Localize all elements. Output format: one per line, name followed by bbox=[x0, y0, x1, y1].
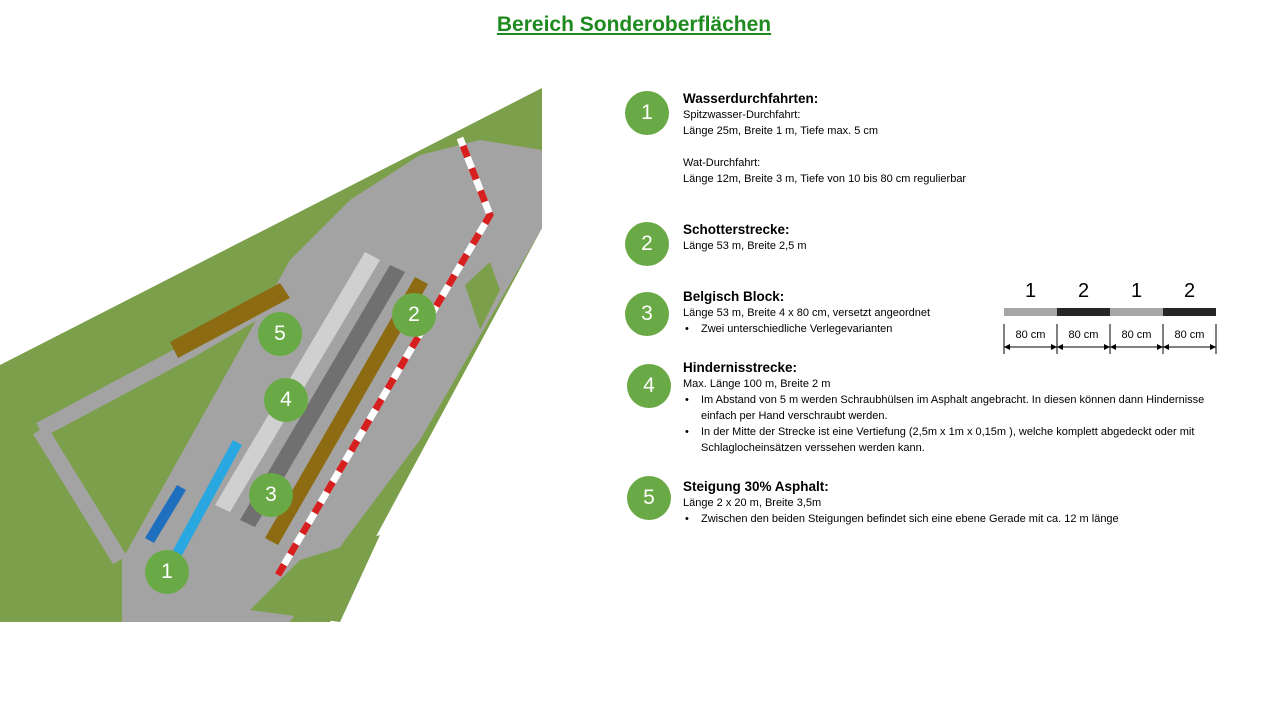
map-marker-4: 4 bbox=[264, 378, 308, 422]
pattern-label-2: 2 bbox=[1077, 280, 1090, 302]
map-marker-3: 3 bbox=[249, 473, 293, 517]
section-line: Länge 25m, Breite 1 m, Tiefe max. 5 cm bbox=[683, 125, 879, 137]
bullet-item: Im Abstand von 5 m werden Schraubhülsen … bbox=[683, 392, 1223, 424]
map-marker-2: 2 bbox=[392, 293, 436, 337]
section-line: Spitzwasser-Durchfahrt: bbox=[683, 109, 801, 121]
section-line: Länge 2 x 20 m, Breite 3,5m bbox=[683, 497, 822, 509]
pattern-label-1: 1 bbox=[1024, 280, 1037, 302]
section-line: Länge 12m, Breite 3 m, Tiefe von 10 bis … bbox=[683, 173, 967, 185]
water-strip-light bbox=[172, 440, 242, 557]
section-heading: Hindernisstrecke: bbox=[683, 360, 798, 375]
bullet-item: In der Mitte der Strecke ist eine Vertie… bbox=[683, 424, 1223, 456]
pattern-width-4: 80 cm bbox=[1174, 329, 1205, 341]
gravel-strip bbox=[265, 277, 428, 545]
section-line: Wat-Durchfahrt: bbox=[683, 157, 761, 169]
section-line: Max. Länge 100 m, Breite 2 m bbox=[683, 378, 831, 390]
section-belgian-block: Belgisch Block: Länge 53 m, Breite 4 x 8… bbox=[683, 288, 973, 337]
section-heading: Steigung 30% Asphalt: bbox=[683, 479, 829, 494]
bullet-item: Zwei unterschiedliche Verlegevarianten bbox=[683, 321, 973, 337]
pattern-width-3: 80 cm bbox=[1121, 329, 1152, 341]
section-gravel-track: Schotterstrecke: Länge 53 m, Breite 2,5 … bbox=[683, 221, 1223, 254]
gravel-strip-upper bbox=[170, 283, 290, 358]
page-title: Bereich Sonderoberflächen bbox=[496, 13, 772, 36]
section-water-crossings: Wasserdurchfahrten: Spitzwasser-Durchfah… bbox=[683, 90, 1223, 187]
green-island-right bbox=[465, 262, 500, 330]
section-gap bbox=[683, 139, 1223, 155]
pattern-width-1: 80 cm bbox=[1015, 329, 1046, 341]
legend-marker-2: 2 bbox=[625, 222, 669, 266]
pattern-label-4: 2 bbox=[1183, 280, 1196, 302]
section-heading: Belgisch Block: bbox=[683, 289, 785, 304]
bullet-item: Zwischen den beiden Steigungen befindet … bbox=[683, 511, 1223, 527]
pattern-width-2: 80 cm bbox=[1068, 329, 1099, 341]
map-marker-1: 1 bbox=[145, 550, 189, 594]
block-strip bbox=[240, 265, 405, 527]
block-pattern-diagram: 1 2 1 2 80 cm 80 cm 80 cm 80 cm bbox=[1000, 280, 1220, 360]
legend-marker-5: 5 bbox=[627, 476, 671, 520]
section-heading: Schotterstrecke: bbox=[683, 222, 790, 237]
section-heading: Wasserdurchfahrten: bbox=[683, 91, 819, 106]
legend-marker-3: 3 bbox=[625, 292, 669, 336]
water-strip-dark bbox=[145, 485, 186, 543]
legend-marker-1: 1 bbox=[625, 91, 669, 135]
section-obstacle-track: Hindernisstrecke: Max. Länge 100 m, Brei… bbox=[683, 359, 1223, 456]
legend-marker-4: 4 bbox=[627, 364, 671, 408]
green-island-bottom bbox=[250, 535, 380, 622]
pattern-bars bbox=[1003, 308, 1217, 354]
section-line: Länge 53 m, Breite 4 x 80 cm, versetzt a… bbox=[683, 307, 931, 319]
section-line: Länge 53 m, Breite 2,5 m bbox=[683, 240, 807, 252]
section-incline: Steigung 30% Asphalt: Länge 2 x 20 m, Br… bbox=[683, 478, 1223, 527]
map-marker-5: 5 bbox=[258, 312, 302, 356]
access-road-left bbox=[33, 425, 127, 565]
pattern-label-3: 1 bbox=[1130, 280, 1143, 302]
